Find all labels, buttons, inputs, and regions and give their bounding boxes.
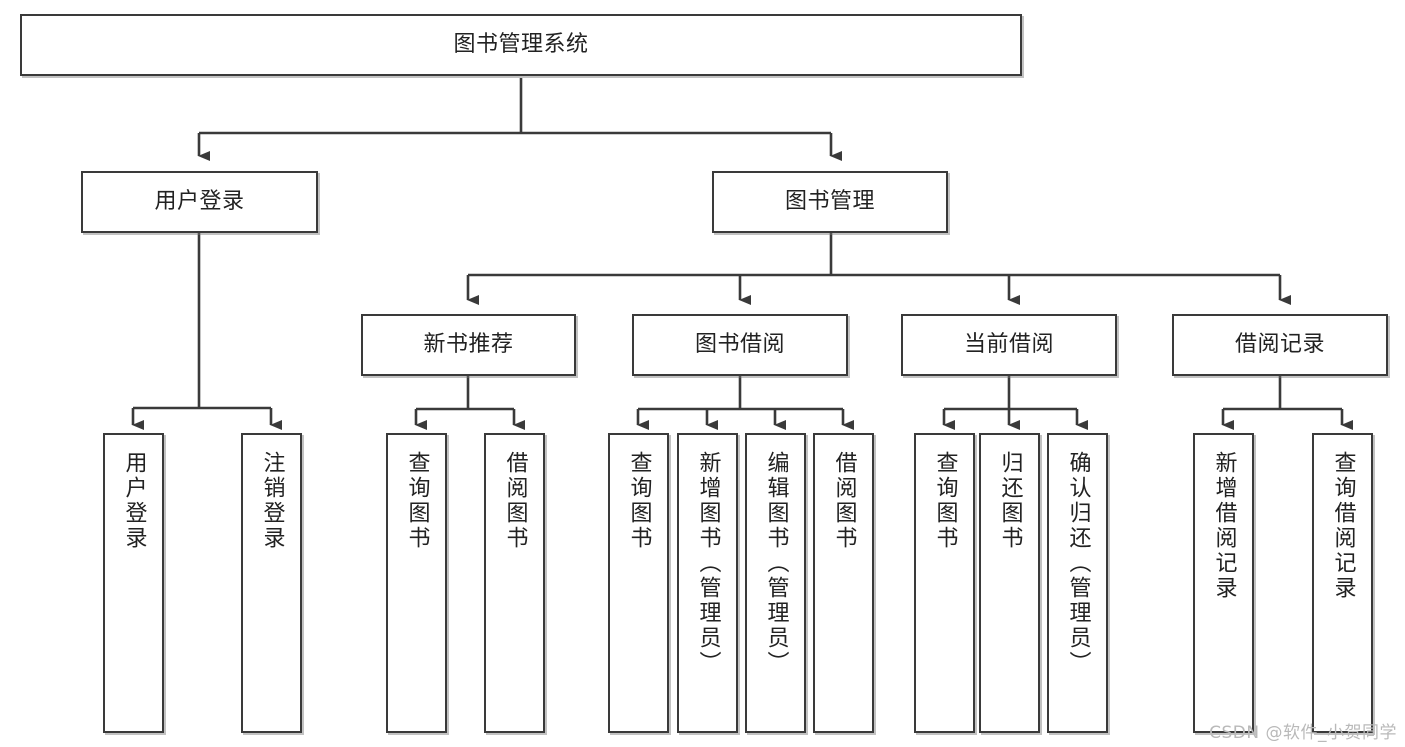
node-leaf-rec-query-book-label: 查询图书: [404, 451, 430, 551]
node-book-manage-label: 图书管理: [784, 189, 875, 215]
node-leaf-borrow-add-book-label: 新增图书（管理员）: [695, 451, 721, 676]
node-leaf-cur-query-book-label: 查询图书: [932, 451, 958, 551]
node-user-login[interactable]: 用户登录: [81, 171, 318, 233]
node-leaf-rec-add-record-label: 新增借阅记录: [1211, 451, 1237, 601]
node-leaf-cur-return-book-label: 归还图书: [997, 451, 1023, 551]
node-leaf-borrow-query-book[interactable]: 查询图书: [608, 433, 669, 733]
node-book-borrow-label: 图书借阅: [694, 332, 785, 358]
node-leaf-borrow-add-book[interactable]: 新增图书（管理员）: [677, 433, 738, 733]
node-user-login-label: 用户登录: [154, 189, 245, 215]
node-leaf-login-logout[interactable]: 注销登录: [241, 433, 302, 733]
node-leaf-rec-borrow-book-label: 借阅图书: [502, 451, 528, 551]
node-leaf-login-user-login[interactable]: 用户登录: [103, 433, 164, 733]
node-leaf-cur-confirm-return-label: 确认归还（管理员）: [1065, 451, 1091, 676]
node-current-borrow-label: 当前借阅: [963, 332, 1054, 358]
node-root-label: 图书管理系统: [453, 32, 589, 58]
node-leaf-cur-return-book[interactable]: 归还图书: [979, 433, 1040, 733]
node-leaf-rec-query-record[interactable]: 查询借阅记录: [1312, 433, 1373, 733]
node-borrow-record-label: 借阅记录: [1234, 332, 1325, 358]
node-leaf-login-user-login-label: 用户登录: [121, 451, 147, 551]
node-leaf-borrow-borrow-book[interactable]: 借阅图书: [813, 433, 874, 733]
node-leaf-rec-borrow-book[interactable]: 借阅图书: [484, 433, 545, 733]
node-new-book-recommend[interactable]: 新书推荐: [361, 314, 576, 376]
node-borrow-record[interactable]: 借阅记录: [1172, 314, 1388, 376]
node-current-borrow[interactable]: 当前借阅: [901, 314, 1117, 376]
node-leaf-rec-query-record-label: 查询借阅记录: [1330, 451, 1356, 601]
node-book-borrow[interactable]: 图书借阅: [632, 314, 848, 376]
node-leaf-cur-query-book[interactable]: 查询图书: [914, 433, 975, 733]
node-leaf-borrow-query-book-label: 查询图书: [626, 451, 652, 551]
node-leaf-borrow-edit-book[interactable]: 编辑图书（管理员）: [745, 433, 806, 733]
node-new-book-recommend-label: 新书推荐: [423, 332, 514, 358]
csdn-watermark: CSDN @软件_小贺同学: [1209, 723, 1397, 743]
node-book-manage[interactable]: 图书管理: [712, 171, 948, 233]
node-leaf-borrow-edit-book-label: 编辑图书（管理员）: [763, 451, 789, 676]
node-leaf-rec-query-book[interactable]: 查询图书: [386, 433, 447, 733]
node-leaf-borrow-borrow-book-label: 借阅图书: [831, 451, 857, 551]
node-leaf-cur-confirm-return[interactable]: 确认归还（管理员）: [1047, 433, 1108, 733]
node-leaf-login-logout-label: 注销登录: [259, 451, 285, 551]
node-root[interactable]: 图书管理系统: [20, 14, 1022, 76]
node-leaf-rec-add-record[interactable]: 新增借阅记录: [1193, 433, 1254, 733]
